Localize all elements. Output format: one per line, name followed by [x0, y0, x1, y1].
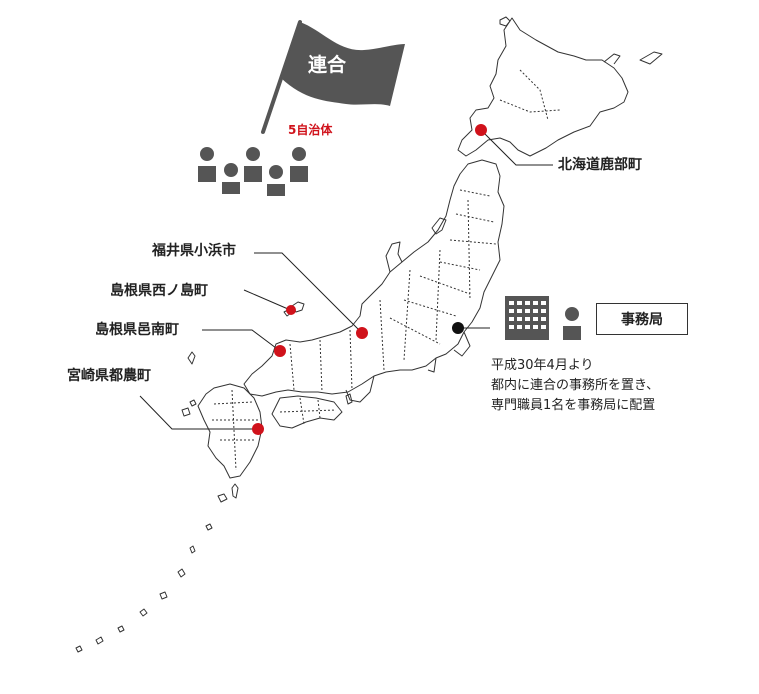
kyushu-outline: [197, 383, 263, 479]
izu-peninsula: [427, 357, 437, 373]
rishiri-island: [499, 16, 511, 27]
hokkaido-outline: [457, 17, 629, 157]
kii-peninsula: [345, 375, 375, 403]
marker-layer: [252, 124, 487, 435]
marker-nishinoshima: [286, 305, 296, 315]
shikoku-outline: [271, 395, 343, 429]
noto-peninsula: [385, 241, 403, 273]
person-icon: [244, 147, 262, 182]
yakushima: [217, 493, 228, 503]
label-nishinoshima: 島根県西ノ島町: [110, 283, 208, 299]
hokkaido-inner-a: [499, 99, 561, 113]
honshu-prefectures-b: [289, 199, 471, 393]
tanegashima: [231, 483, 239, 499]
office-description-line: 都内に連合の事務所を置き、: [491, 378, 660, 393]
person-icon: [198, 147, 216, 182]
honshu-outline: [243, 159, 505, 397]
leader-line-obama: [254, 252, 363, 334]
staff-person-icon: [563, 307, 581, 340]
goto-islands: [181, 399, 197, 417]
marker-obama: [356, 327, 368, 339]
leader-line-nishinoshima: [243, 289, 289, 310]
marker-shikabe: [475, 124, 487, 136]
leader-line-shikabe: [480, 129, 553, 166]
label-ohnan: 島根県邑南町: [95, 322, 179, 338]
hokkaido-inner-b: [519, 69, 549, 121]
tsushima: [187, 351, 196, 365]
people-icon-group: [198, 147, 308, 196]
office-description-line: 平成30年4月より: [491, 358, 594, 373]
kunashiri: [639, 51, 663, 65]
marker-office: [452, 322, 464, 334]
label-obama: 福井県小浜市: [152, 243, 236, 259]
leader-line-ohnan: [202, 329, 281, 352]
flag-label: 連合: [308, 54, 347, 76]
office-description-line: 専門職員1名を事務局に配置: [491, 398, 656, 413]
marker-ohnan: [274, 345, 286, 357]
honshu-prefectures-a: [389, 189, 497, 345]
member-count: 5自治体: [288, 123, 333, 137]
office-label-box: 事務局: [596, 303, 688, 335]
person-icon: [290, 147, 308, 182]
shiretoko-tip: [603, 53, 621, 65]
office-building-icon: [505, 296, 549, 340]
awaji-island: [345, 393, 353, 405]
label-shikabe: 北海道鹿部町: [558, 157, 642, 173]
marker-tsuno: [252, 423, 264, 435]
sado-island: [431, 217, 447, 235]
person-icon: [222, 163, 240, 194]
shikoku-prefectures: [279, 397, 337, 425]
ryukyu-islands: [75, 523, 213, 653]
office-description: 平成30年4月より 都内に連合の事務所を置き、 専門職員1名を事務局に配置: [491, 356, 659, 416]
label-tsuno: 宮崎県都農町: [67, 368, 151, 384]
flag-icon: [261, 20, 405, 134]
person-icon: [267, 165, 285, 196]
boso-peninsula: [453, 331, 471, 357]
office-label: 事務局: [621, 312, 663, 328]
kyushu-prefectures: [212, 389, 258, 471]
leader-line-tsuno: [139, 395, 256, 430]
